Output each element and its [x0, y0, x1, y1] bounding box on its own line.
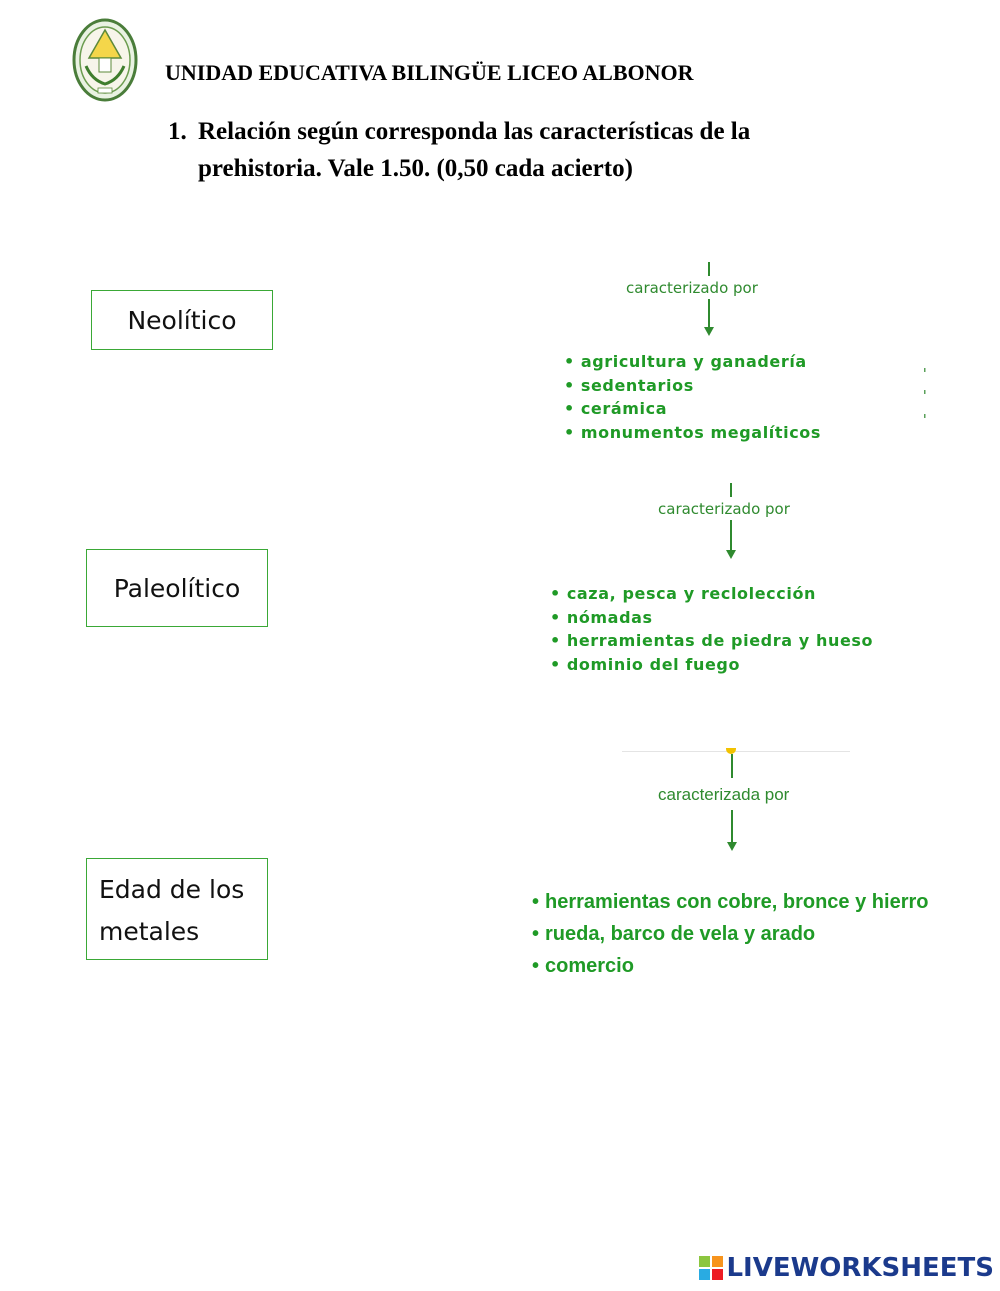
- arrow-down-icon: [726, 550, 736, 559]
- list-item: dominio del fuego: [550, 653, 873, 677]
- list-item: comercio: [532, 950, 928, 982]
- divider: [622, 751, 850, 752]
- brand-logo: LIVEWORKSHEETS: [699, 1253, 994, 1283]
- characteristics-list-2: caza, pesca y reclolección nómadas herra…: [550, 582, 873, 676]
- connector-label: caracterizado por: [626, 279, 758, 297]
- list-item: rueda, barco de vela y arado: [532, 918, 928, 950]
- characteristics-list-3: herramientas con cobre, bronce y hierro …: [532, 886, 928, 982]
- connector-line: [730, 483, 732, 497]
- question-number: 1.: [168, 118, 187, 145]
- characteristics-list-1: agricultura y ganadería sedentarios cerá…: [564, 350, 821, 444]
- period-label-line2: metales: [99, 917, 200, 946]
- period-label: Neolítico: [127, 305, 237, 335]
- period-label: Paleolítico: [113, 573, 241, 603]
- school-name: UNIDAD EDUCATIVA BILINGÜE LICEO ALBONOR: [165, 60, 694, 85]
- school-crest-icon: [72, 18, 138, 102]
- period-box-neolitico[interactable]: Neolítico: [91, 290, 273, 350]
- liveworksheets-logo-icon: [699, 1256, 724, 1280]
- connector-node-icon: [726, 748, 736, 754]
- list-item: monumentos megalíticos: [564, 421, 821, 445]
- list-item: herramientas de piedra y hueso: [550, 629, 873, 653]
- list-item: cerámica: [564, 397, 821, 421]
- brand-text: LIVEWORKSHEETS: [726, 1253, 994, 1283]
- question-text-line1: Relación según corresponda las caracterí…: [198, 118, 751, 145]
- connector-line: [708, 262, 710, 276]
- list-item: sedentarios: [564, 374, 821, 398]
- period-label-line1: Edad de los: [99, 875, 245, 904]
- list-item: agricultura y ganadería: [564, 350, 821, 374]
- period-box-metales[interactable]: Edad de los metales: [86, 858, 268, 960]
- connector-label: caracterizado por: [658, 500, 790, 518]
- question-text-line2: prehistoria. Vale 1.50. (0,50 cada acier…: [198, 155, 633, 182]
- connector-line: [731, 810, 733, 842]
- list-item: nómadas: [550, 606, 873, 630]
- list-item: caza, pesca y reclolección: [550, 582, 873, 606]
- scan-marks: [923, 368, 927, 423]
- list-item: herramientas con cobre, bronce y hierro: [532, 886, 928, 918]
- connector-label: caracterizada por: [658, 785, 790, 804]
- period-box-paleolitico[interactable]: Paleolítico: [86, 549, 268, 627]
- arrow-down-icon: [727, 842, 737, 851]
- connector-line: [731, 754, 733, 778]
- connector-line: [730, 520, 732, 550]
- connector-line: [708, 299, 710, 327]
- arrow-down-icon: [704, 327, 714, 336]
